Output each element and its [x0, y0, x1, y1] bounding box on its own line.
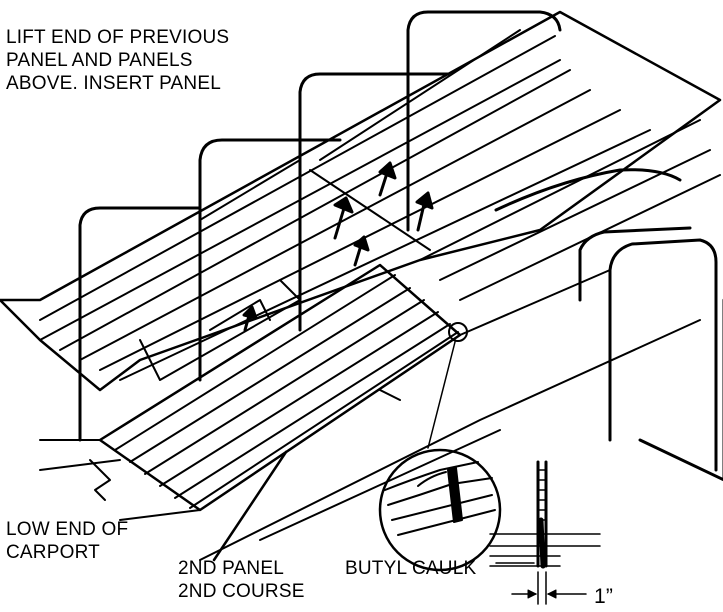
arrow-1 — [333, 203, 347, 240]
lift-end-line-2: PANEL AND PANELS — [6, 50, 193, 71]
lift-end-line-1: LIFT END OF PREVIOUS — [6, 27, 230, 48]
frame-bow-1 — [406, 10, 562, 232]
lift-arrows — [242, 161, 434, 332]
dimension-label: 1” — [594, 585, 614, 608]
panel-label: 2ND PANEL 2ND COURSE — [178, 557, 305, 603]
frame-bow-4 — [78, 206, 202, 442]
frame-bow-3 — [198, 138, 342, 382]
lap-section-detail — [489, 460, 601, 605]
frame-leg-right — [638, 298, 723, 482]
lift-end-line-3: ABOVE. INSERT PANEL — [6, 73, 221, 94]
detail-leader — [427, 341, 456, 449]
panel-line-2: 2ND COURSE — [178, 581, 305, 602]
detail-marker — [448, 322, 468, 342]
low-end-label: LOW END OF CARPORT — [6, 518, 128, 564]
frame-bow-far-right — [608, 238, 718, 472]
caulk-detail-circle — [378, 448, 502, 572]
frame-bow-right-2 — [578, 226, 692, 302]
panel-leader — [212, 450, 288, 562]
upper-roof-panel — [0, 10, 722, 392]
inserted-panel — [98, 263, 462, 512]
frame-bow-2 — [298, 72, 450, 332]
butyl-caulk-label: BUTYL CAULK — [345, 558, 477, 579]
low-end-line-2: CARPORT — [6, 542, 100, 563]
lift-end-instruction: LIFT END OF PREVIOUS PANEL AND PANELS AB… — [6, 26, 229, 95]
panel-line-1: 2ND PANEL — [178, 558, 284, 579]
low-end-line-1: LOW END OF — [6, 519, 129, 540]
lower-roof — [39, 269, 701, 561]
